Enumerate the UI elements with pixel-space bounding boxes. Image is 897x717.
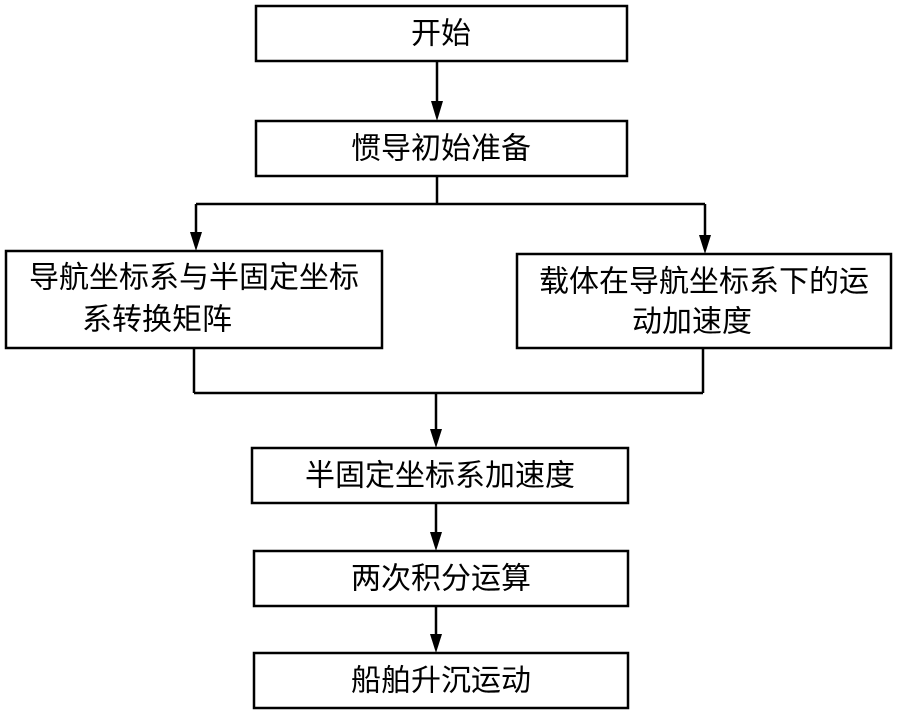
edge-integral-heave — [430, 606, 442, 653]
node-matrix-label-line1: 导航坐标系与半固定坐标 — [29, 261, 359, 296]
arrowhead — [190, 232, 202, 251]
edge-merge-semi — [192, 348, 705, 448]
node-init-label: 惯导初始准备 — [351, 132, 531, 167]
node-init: 惯导初始准备 — [254, 119, 629, 178]
arrowhead — [430, 532, 442, 551]
arrowhead — [430, 429, 442, 448]
node-carrier-label-line2: 动加速度 — [632, 305, 752, 340]
node-matrix-label-line2: 系转换矩阵 — [82, 303, 232, 338]
node-integral: 两次积分运算 — [252, 549, 630, 608]
node-start-label: 开始 — [411, 17, 471, 52]
edge-init-branch — [196, 176, 705, 206]
arrowhead — [430, 634, 442, 653]
edge-start-init — [431, 61, 443, 121]
edge-init-matrix — [190, 204, 202, 251]
node-matrix: 导航坐标系与半固定坐标 系转换矩阵 — [4, 249, 384, 350]
node-carrier: 载体在导航坐标系下的运 动加速度 — [515, 252, 893, 350]
node-semi-label: 半固定坐标系加速度 — [305, 459, 575, 494]
arrowhead — [699, 235, 711, 254]
node-semi: 半固定坐标系加速度 — [250, 446, 630, 505]
node-heave-label: 船舶升沉运动 — [351, 664, 531, 699]
node-start: 开始 — [254, 4, 629, 63]
node-carrier-label-line1: 载体在导航坐标系下的运 — [539, 265, 869, 300]
node-integral-label: 两次积分运算 — [351, 562, 531, 597]
node-heave: 船舶升沉运动 — [252, 651, 630, 710]
arrowhead — [431, 101, 443, 121]
edge-init-carrier — [699, 204, 711, 254]
edge-semi-integral — [430, 503, 442, 551]
